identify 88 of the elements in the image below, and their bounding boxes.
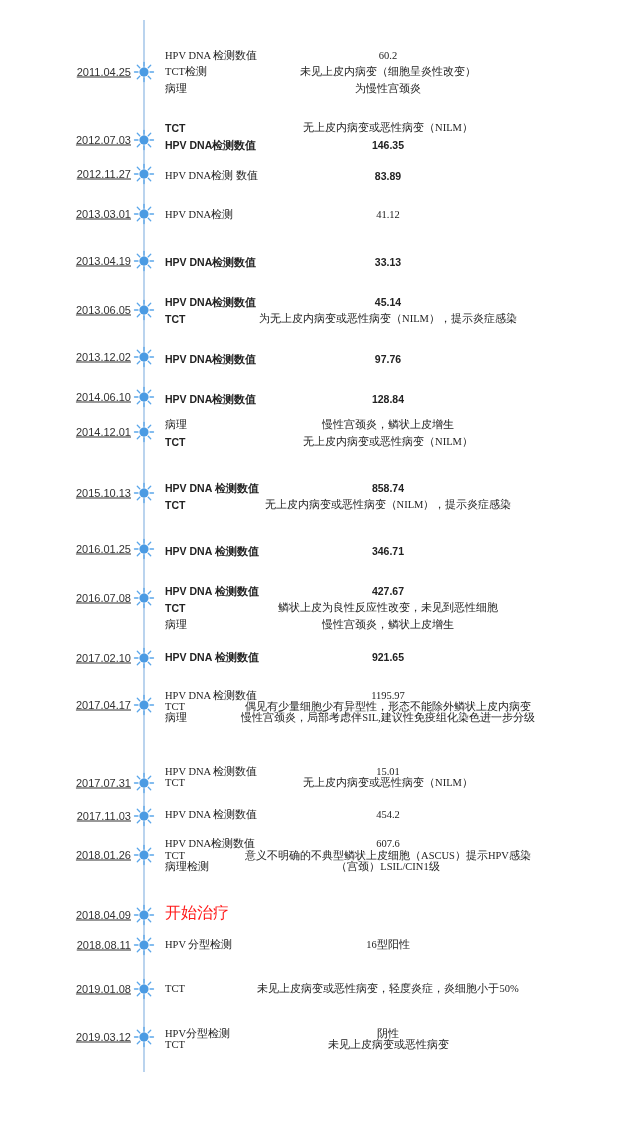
test-name: TCT — [165, 436, 186, 448]
test-result: 无上皮内病变或恶性病变（NILM） — [303, 436, 473, 448]
test-name: HPV DNA 检测数值 — [165, 690, 258, 702]
test-result: 未见上皮内病变（细胞呈炎性改变） — [300, 66, 476, 78]
test-result: 慢性宫颈炎，鳞状上皮增生 — [322, 619, 454, 631]
date-label: 2017.07.31 — [75, 777, 131, 789]
test-name: TCT — [165, 499, 186, 511]
test-name: TCT — [165, 850, 185, 861]
test-result: 15.01 — [376, 766, 400, 777]
test-name: HPV DNA 检测数值 — [165, 809, 258, 821]
test-name: 病理 — [165, 419, 187, 431]
test-name: HPV分型检测 — [165, 1028, 230, 1040]
test-result: 45.14 — [374, 296, 402, 308]
test-name: 病理检测 — [165, 861, 209, 873]
date-label: 2015.10.13 — [75, 487, 131, 499]
test-result: 97.76 — [374, 353, 402, 365]
date-label: 2016.01.25 — [75, 543, 131, 555]
test-result: 607.6 — [376, 838, 400, 850]
date-label: 2011.04.25 — [76, 66, 131, 78]
test-name: TCT — [165, 122, 186, 134]
test-name: TCT — [165, 701, 185, 712]
test-result: （宫颈）LSIL/CIN1级 — [336, 861, 440, 873]
test-name: HPV DNA检测数值 — [165, 256, 257, 268]
date-label: 2013.04.19 — [75, 255, 131, 267]
date-label: 2014.06.10 — [75, 391, 131, 403]
test-result: 858.74 — [371, 482, 405, 494]
test-result: 未见上皮病变或恶性病变 — [327, 1039, 449, 1051]
test-result: 921.65 — [371, 651, 405, 663]
test-name: HPV DNA 检测数值 — [165, 651, 259, 663]
date-label: 2017.02.10 — [75, 652, 131, 664]
test-result: 41.12 — [376, 209, 400, 221]
test-name: HPV DNA检测 数值 — [165, 170, 258, 182]
test-result: 偶见有少量细胞少有异型性，形态不能除外鳞状上皮内病变 — [245, 701, 531, 712]
test-result: 60.2 — [378, 50, 398, 62]
test-result: 128.84 — [371, 393, 405, 405]
test-name: HPV DNA检测数值 — [165, 139, 257, 151]
date-label: 2012.11.27 — [76, 168, 131, 180]
test-result: 427.67 — [371, 585, 405, 597]
test-result: 鳞状上皮为良性反应性改变，未见到恶性细胞 — [278, 602, 498, 614]
test-result: 346.71 — [371, 545, 405, 557]
test-name: HPV DNA 检测数值 — [165, 545, 259, 557]
test-name: TCT — [165, 777, 185, 789]
test-name: 病理 — [165, 712, 187, 724]
test-result: 为无上皮内病变或恶性病变（NILM），提示炎症感染 — [259, 313, 517, 325]
test-result: 33.13 — [374, 256, 402, 268]
test-name: 病理 — [165, 619, 187, 631]
test-result: 无上皮内病变或恶性病变（NILM），提示炎症感染 — [264, 499, 512, 511]
test-result: 83.89 — [374, 170, 402, 182]
date-label: 2018.08.11 — [76, 939, 131, 951]
test-result: 无上皮内病变或恶性病变（NILM） — [303, 122, 473, 134]
test-name: TCT — [165, 1039, 185, 1051]
test-name: TCT — [165, 313, 186, 325]
test-result: 慢性宫颈炎，局部考虑伴SIL,建议性免疫组化染色进一步分级 — [241, 712, 535, 724]
test-name: HPV DNA 检测数值 — [165, 482, 259, 494]
date-label: 2014.12.01 — [75, 426, 131, 438]
test-name: HPV DNA检测数值 — [165, 353, 257, 365]
test-result: 未见上皮病变或恶性病变，轻度炎症，炎细胞小于50% — [257, 983, 519, 995]
date-label: 2013.12.02 — [75, 351, 131, 363]
date-label: 2013.06.05 — [75, 304, 131, 316]
date-label: 2017.04.17 — [75, 699, 131, 711]
date-label: 2019.03.12 — [75, 1031, 131, 1043]
test-name: TCT — [165, 602, 186, 614]
date-label: 2012.07.03 — [75, 134, 131, 146]
test-result: 为慢性宫颈炎 — [355, 83, 421, 95]
test-result: 1195.97 — [371, 690, 405, 701]
test-name: TCT检测 — [165, 66, 207, 78]
test-name: HPV DNA检测数值 — [165, 393, 257, 405]
test-result: 慢性宫颈炎，鳞状上皮增生 — [322, 419, 454, 431]
test-name: HPV DNA检测数值 — [165, 296, 257, 308]
test-result: 146.35 — [371, 139, 405, 151]
test-name: HPV DNA 检测数值 — [165, 766, 258, 778]
date-label: 2019.01.08 — [75, 983, 131, 995]
test-name: TCT — [165, 983, 185, 995]
date-label: 2013.03.01 — [75, 208, 131, 220]
test-name: HPV DNA 检测数值 — [165, 50, 258, 62]
test-name: 病理 — [165, 83, 187, 95]
date-label: 2016.07.08 — [75, 592, 131, 604]
test-name: HPV DNA 检测数值 — [165, 585, 259, 597]
test-result: 无上皮内病变或恶性病变（NILM） — [303, 777, 473, 789]
test-name: HPV 分型检测 — [165, 939, 233, 951]
test-result: 454.2 — [376, 809, 400, 821]
test-result: 16型阳性 — [366, 939, 410, 951]
date-label: 2018.01.26 — [75, 849, 131, 861]
treatment-start-label: 开始治疗 — [165, 905, 229, 921]
date-label: 2017.11.03 — [76, 810, 131, 822]
date-label: 2018.04.09 — [75, 909, 131, 921]
test-name: HPV DNA检测数值 — [165, 838, 256, 850]
test-name: HPV DNA检测 — [165, 209, 234, 221]
